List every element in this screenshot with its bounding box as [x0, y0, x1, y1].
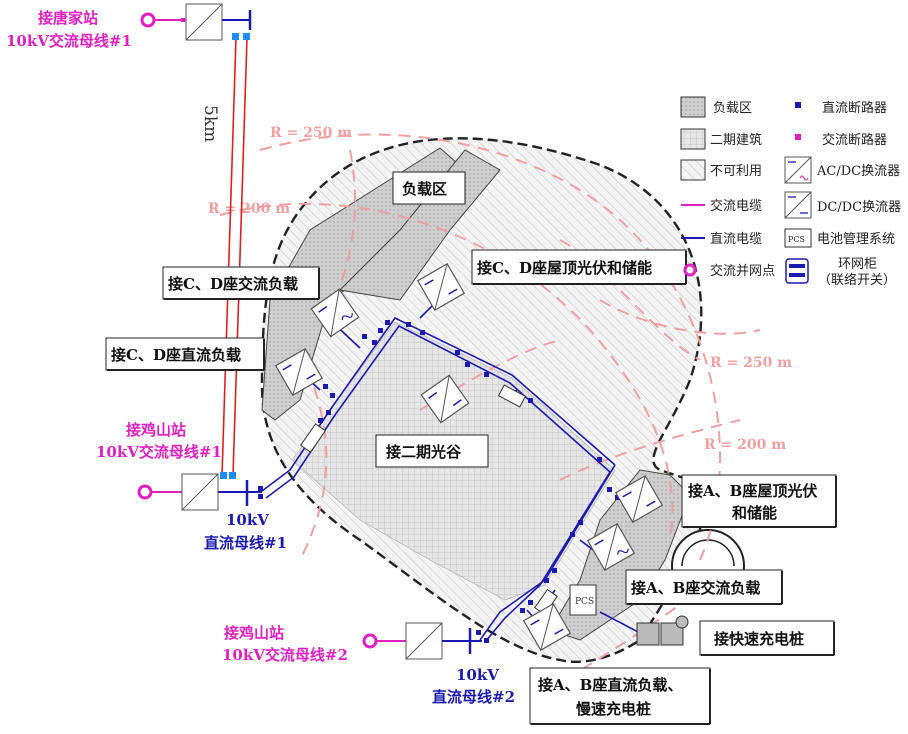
- ab-roof-pv-box: 接A、B座屋顶光伏 和储能: [681, 474, 837, 528]
- legend-dc-breaker: 直流断路器: [795, 100, 887, 116]
- ab-dc-load-label-1: 接A、B座直流负载、: [538, 676, 682, 694]
- svg-text:DC/DC换流器: DC/DC换流器: [817, 200, 901, 215]
- pcs-units: PCS: [299, 384, 597, 616]
- cd-ac-load-label: 接C、D座交流负载: [168, 275, 298, 293]
- svg-text:交流并网点: 交流并网点: [710, 263, 775, 279]
- legend-dc-cable: 直流电缆: [681, 231, 762, 247]
- ab-ac-load-box: 接A、B座交流负载: [625, 569, 783, 605]
- load-zone-box: 负载区: [392, 171, 466, 205]
- jishan1-label-1: 接鸡山站: [126, 421, 186, 439]
- svg-text:电池管理系统: 电池管理系统: [817, 232, 895, 247]
- cd-dc-load-box: 接C、D座直流负载: [105, 337, 265, 371]
- cd-dc-load-label: 接C、D座直流负载: [111, 346, 241, 364]
- svg-text:交流电缆: 交流电缆: [710, 198, 762, 214]
- tangjia-label-2: 10kV交流母线#1: [6, 32, 132, 50]
- fast-charge-piles: [599, 611, 689, 646]
- fast-charge-label: 接快速充电桩: [714, 630, 804, 648]
- tangjia-label-1: 接唐家站: [38, 9, 98, 27]
- radius-250-right: R = 250 m: [710, 355, 792, 371]
- jishan1-connection: [137, 472, 262, 511]
- ab-ac-load-label: 接A、B座交流负载: [631, 579, 760, 597]
- jishan2-label-2: 10kV交流母线#2: [222, 646, 348, 664]
- svg-text:直流电缆: 直流电缆: [710, 231, 762, 247]
- legend-ring-main-unit: 环网柜 （联络开关）: [785, 257, 896, 288]
- cd-ac-load-box: 接C、D座交流负载: [162, 266, 320, 300]
- svg-text:不可利用: 不可利用: [710, 164, 762, 179]
- ab-dc-load-box: 接A、B座直流负载、 慢速充电桩: [529, 667, 711, 725]
- legend-bms: PCS 电池管理系统: [784, 228, 895, 248]
- radius-200-left: R = 200 m: [208, 201, 290, 217]
- svg-text:（联络开关）: （联络开关）: [818, 272, 896, 288]
- pcs-unit-label: PCS: [575, 597, 594, 607]
- svg-text:二期建筑: 二期建筑: [710, 132, 762, 148]
- legend-phase2-building: 二期建筑: [680, 128, 762, 150]
- callouts: 负载区 接C、D座交流负载 接C、D座直流负载 接C、D座屋顶光伏和储能 接二期…: [105, 171, 837, 725]
- svg-text:交流断路器: 交流断路器: [822, 132, 887, 148]
- cd-roof-pv-box: 接C、D座屋顶光伏和储能: [471, 249, 687, 285]
- tangjia-connection: [140, 3, 252, 41]
- tie-lines-5km: [221, 37, 248, 476]
- dc-bus1-label-1: 10kV: [226, 511, 269, 529]
- dc-bus2-label-2: 直流母线#2: [432, 688, 515, 706]
- jishan2-label-1: 接鸡山站: [224, 624, 284, 642]
- dc-bus1-label-2: 直流母线#1: [204, 534, 287, 552]
- fast-charge-box: 接快速充电桩: [699, 620, 835, 656]
- ab-roof-pv-label-1: 接A、B座屋顶光伏: [688, 482, 817, 500]
- radius-250-top: R = 250 m: [270, 125, 352, 141]
- legend-ac-cable: 交流电缆: [681, 198, 762, 214]
- jishan2-connection: [362, 622, 482, 660]
- ab-roof-pv-label-2: 和储能: [732, 504, 777, 522]
- legend-ac-grid-point: 交流并网点: [683, 263, 775, 279]
- legend-dcdc-converter: DC/DC换流器: [784, 191, 901, 219]
- ab-dc-load-label-2: 慢速充电桩: [576, 700, 651, 718]
- legend-load-zone: 负载区: [680, 96, 752, 118]
- svg-text:环网柜: 环网柜: [838, 257, 877, 272]
- legend-ac-breaker: 交流断路器: [795, 132, 887, 148]
- cd-roof-pv-label: 接C、D座屋顶光伏和储能: [477, 259, 652, 277]
- svg-text:PCS: PCS: [788, 235, 805, 244]
- distance-label: 5km: [200, 105, 220, 142]
- radius-200-right: R = 200 m: [704, 437, 786, 453]
- legend: 负载区 二期建筑 不可利用 交流电缆 直流电缆 交流并网点 直流断路器: [680, 96, 901, 288]
- load-zone-label: 负载区: [402, 180, 447, 198]
- radius-labels: R = 250 m R = 200 m R = 250 m R = 200 m: [208, 125, 792, 453]
- svg-text:AC/DC换流器: AC/DC换流器: [816, 164, 900, 179]
- svg-text:直流断路器: 直流断路器: [822, 100, 887, 116]
- svg-text:负载区: 负载区: [713, 101, 752, 116]
- legend-acdc-converter: AC/DC换流器: [784, 156, 900, 184]
- jishan1-label-2: 10kV交流母线#1: [96, 443, 222, 461]
- legend-unusable: 不可利用: [680, 159, 762, 181]
- phase2-valley-label: 接二期光谷: [386, 443, 462, 461]
- dc-bus2-label-1: 10kV: [456, 666, 499, 684]
- phase2-valley-box: 接二期光谷: [375, 434, 489, 468]
